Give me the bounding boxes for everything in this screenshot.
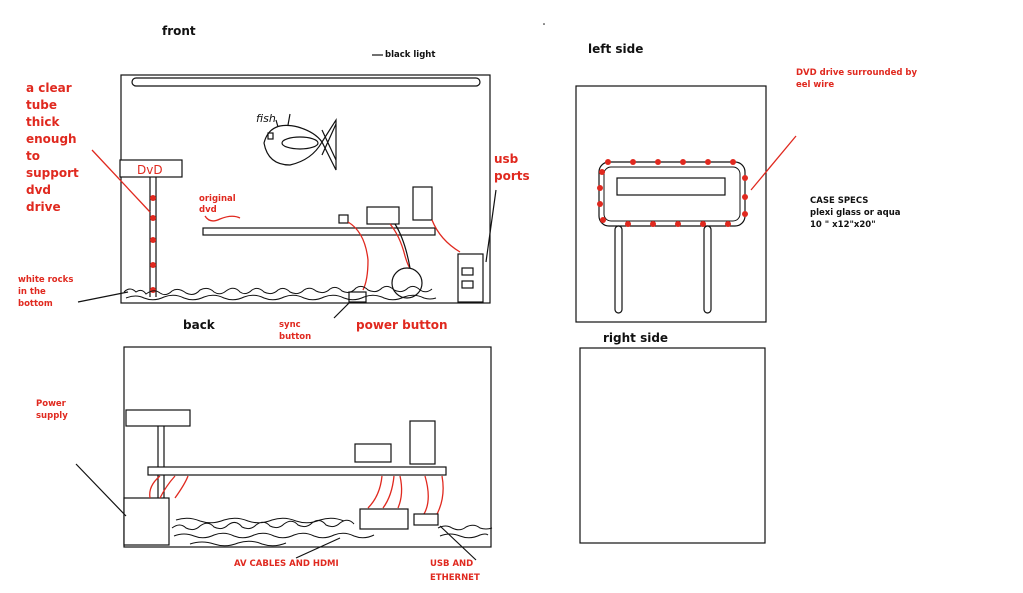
back-title: back	[183, 318, 216, 332]
sync-button-label-1: sync	[279, 320, 301, 330]
av-cables-leader	[295, 537, 341, 559]
left-side-title: left side	[588, 42, 643, 56]
front-board-box	[366, 206, 400, 225]
original-dvd-label-2: dvd	[199, 205, 217, 215]
usb-port-1	[461, 267, 474, 276]
usb-port-2	[461, 280, 474, 289]
back-cable-3	[174, 475, 189, 499]
back-cable-7	[423, 475, 429, 515]
power-button-circle	[391, 267, 423, 299]
original-dvd-label-1: original	[199, 194, 236, 204]
usb-ports-block	[457, 253, 484, 303]
power-supply-label-2: supply	[36, 411, 68, 421]
white-rocks-leader	[77, 291, 129, 303]
usb-ports-leader	[485, 189, 497, 263]
back-av-block	[359, 508, 409, 530]
white-rocks-label-2: in the	[18, 287, 46, 297]
left-dvd-slot	[616, 177, 726, 196]
tube-note-line-6: support	[26, 166, 79, 180]
tube-note-leader	[91, 149, 151, 213]
white-rocks-label-1: white rocks	[18, 275, 73, 285]
back-cable-2	[159, 475, 176, 499]
left-leg-1	[614, 225, 623, 314]
sync-button-label-2: button	[279, 332, 311, 342]
usb-ethernet-label-2: ETHERNET	[430, 573, 480, 583]
fish-text: fish	[256, 112, 276, 125]
back-cable-6	[397, 475, 403, 509]
dvd-drive-box	[119, 159, 183, 178]
usb-ethernet-label-1: USB AND	[430, 559, 473, 569]
back-cable-4	[367, 475, 383, 509]
sync-button-box	[348, 291, 367, 303]
back-shelf	[147, 466, 447, 476]
tube-wire-dot-2	[150, 215, 156, 221]
tube-note-line-8: drive	[26, 200, 61, 214]
black-light-tube	[131, 77, 481, 87]
wire-to-power-3	[394, 223, 411, 269]
back-cable-5	[382, 475, 395, 509]
wire-to-power-1	[347, 221, 369, 291]
tube-note-line-3: thick	[26, 115, 61, 129]
back-board-box	[354, 443, 392, 463]
front-shelf	[202, 227, 436, 236]
wire-to-power-2	[389, 223, 411, 269]
power-supply-leader	[75, 463, 127, 517]
usb-ports-label-1: usb	[494, 152, 519, 166]
tube-wire-dot-1	[150, 195, 156, 201]
fish-drawing: fish	[256, 112, 337, 171]
front-rocks	[123, 285, 437, 301]
back-usb-block	[413, 513, 439, 526]
dvd-eel-label-2: eel wire	[796, 80, 834, 90]
tube-wire-dot-5	[150, 287, 156, 293]
right-side-outline	[579, 347, 766, 544]
case-specs-line-2: plexi glass or aqua	[810, 208, 901, 218]
left-leg-2	[703, 225, 712, 314]
dvd-eel-leader	[750, 135, 797, 191]
stray-mark	[543, 23, 545, 25]
usb-ethernet-leader	[439, 525, 477, 561]
tube-wire-dot-3	[150, 237, 156, 243]
eel-wire-dots	[597, 159, 748, 227]
dvd-eel-label-1: DVD drive surrounded by	[796, 68, 918, 78]
left-dvd-inner	[603, 166, 741, 222]
wire-to-ports	[431, 219, 461, 253]
tube-note-line-4: enough	[26, 132, 77, 146]
black-light-label: black light	[385, 50, 435, 60]
back-top-box	[125, 409, 191, 427]
sync-button-leader	[333, 301, 351, 319]
case-specs-line-3: 10 " x12"x20"	[810, 220, 876, 230]
back-tall-box	[409, 420, 436, 465]
front-tall-box	[412, 186, 433, 221]
tube-wire-dot-4	[150, 262, 156, 268]
right-side-title: right side	[603, 331, 668, 345]
dvd-drive-label: DvD	[137, 163, 163, 177]
original-dvd-squiggle	[204, 215, 241, 222]
usb-ports-label-2: ports	[494, 169, 530, 183]
power-supply-box	[123, 497, 170, 546]
back-rocks	[171, 517, 493, 547]
power-button-label: power button	[356, 318, 448, 332]
tube-note-line-5: to	[26, 149, 40, 163]
back-cable-1	[149, 475, 161, 499]
white-rocks-label-3: bottom	[18, 299, 53, 309]
front-small-square	[338, 214, 349, 224]
tube-note-line-7: dvd	[26, 183, 51, 197]
case-specs-line-1: CASE SPECS	[810, 196, 868, 206]
front-title: front	[162, 24, 196, 38]
tube-note: a clear tube thick enough to support dvd…	[26, 81, 79, 214]
front-case-outline	[120, 74, 491, 304]
tube-note-line-2: tube	[26, 98, 57, 112]
back-cable-8	[435, 475, 444, 517]
tube-note-line-1: a clear	[26, 81, 72, 95]
power-supply-label-1: Power	[36, 399, 67, 409]
av-cables-label: AV CABLES AND HDMI	[234, 559, 339, 569]
